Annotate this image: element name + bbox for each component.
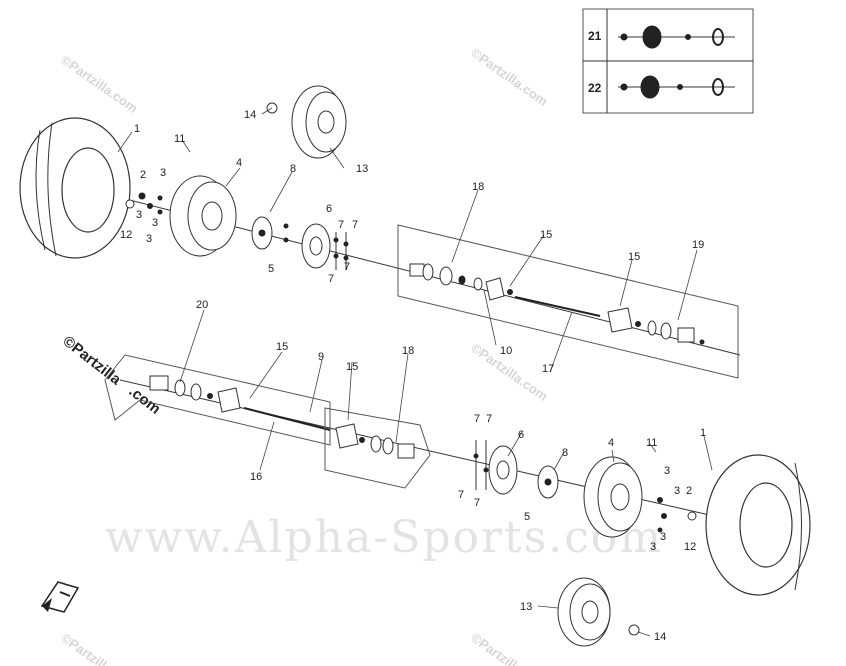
callout-15: 15 [540,229,552,241]
callout-3: 3 [664,465,670,477]
callout-3: 3 [660,531,666,543]
callout-7: 7 [486,413,492,425]
callout-7: 7 [458,489,464,501]
watermark-partzilla-side: ©Partzilla [60,333,125,389]
callout-18: 18 [472,181,484,193]
cv-joint-outer [607,307,705,345]
callout-4: 4 [236,157,242,169]
callout-3: 3 [136,209,142,221]
watermark-partzilla: ©Partzilla.com [58,630,140,666]
wheel-rim [169,175,237,257]
axle-shaft [514,296,601,317]
brake-disc [301,223,331,269]
callout-8: 8 [562,447,568,459]
legend-22-parts-icon [618,75,735,99]
callout-6: 6 [518,429,524,441]
callout-2: 2 [686,485,692,497]
callout-labels: 1 2 3 3 3 3 12 11 4 8 5 6 7 7 7 7 13 14 … [120,109,706,643]
callout-2: 2 [140,169,146,181]
driveshaft-box-right [324,407,431,489]
callout-12: 12 [684,541,696,553]
callout-15: 15 [276,341,288,353]
brake-disc-lower [488,445,518,495]
callout-3: 3 [160,167,166,179]
callout-7: 7 [344,261,350,273]
callout-20: 20 [196,299,208,311]
cv-joint-inner [409,263,513,301]
watermark-partzilla: ©Partzilla.com [58,52,140,116]
callout-11: 11 [174,133,185,145]
lower-axle-centerline [119,379,741,523]
callout-7: 7 [474,497,480,509]
watermark-alpha-sports: www.Alpha-Sports.com [105,512,663,563]
studs [333,232,349,270]
legend-box: 21 22 [582,8,754,114]
callout-16: 16 [250,471,262,483]
driveshaft-box [397,224,739,379]
callout-3: 3 [152,217,158,229]
leader-lines [117,107,713,637]
legend-number-22: 22 [588,81,602,95]
watermark-layer: ©Partzilla.com ©Partzilla.com ©Partzilla… [58,45,663,666]
callout-12: 12 [120,229,132,241]
wheel-rim-lower [583,456,643,538]
callout-10: 10 [500,345,512,357]
callout-7: 7 [338,219,344,231]
callout-11: 11 [646,437,657,449]
watermark-partzilla: ©Partzilla.com [468,630,550,666]
callout-14: 14 [244,109,256,121]
cv-joint-right [335,423,415,459]
watermark-partzilla: ©Partzilla.com [468,45,550,109]
callout-15: 15 [346,361,358,373]
callout-19: 19 [692,239,704,251]
spare-rim-lower [557,577,640,647]
callout-7: 7 [352,219,358,231]
cv-joint-left [149,375,241,413]
wheel-hub [251,216,289,250]
driveshaft-box-left [104,354,331,446]
legend-number-21: 21 [588,29,602,43]
studs-lower [473,440,489,490]
callout-1: 1 [134,123,140,135]
callout-18: 18 [402,345,414,357]
axle-shaft-lower [243,407,331,431]
callout-15: 15 [628,251,640,263]
callout-13: 13 [520,601,532,613]
callout-17: 17 [542,363,554,375]
callout-3: 3 [650,541,656,553]
spare-rim [266,85,347,159]
callout-14: 14 [654,631,666,643]
legend-21-parts-icon [618,25,735,49]
callout-13: 13 [356,163,368,175]
callout-6: 6 [326,203,332,215]
lug-nut [125,192,163,215]
front-direction-arrow-icon [40,581,80,613]
callout-1: 1 [700,427,706,439]
lower-assembly [104,354,811,647]
tire [19,117,131,259]
upper-assembly [19,85,741,379]
callout-3: 3 [674,485,680,497]
callout-5: 5 [524,511,530,523]
callout-7: 7 [328,273,334,285]
callout-4: 4 [608,437,614,449]
callout-8: 8 [290,163,296,175]
washer-lower [628,624,640,636]
wheel-hub-lower [537,465,559,499]
lug-nut-lower [657,497,697,533]
callout-3: 3 [146,233,152,245]
callout-9: 9 [318,351,324,363]
callout-7: 7 [474,413,480,425]
callout-5: 5 [268,263,274,275]
tire-lower [705,454,811,596]
